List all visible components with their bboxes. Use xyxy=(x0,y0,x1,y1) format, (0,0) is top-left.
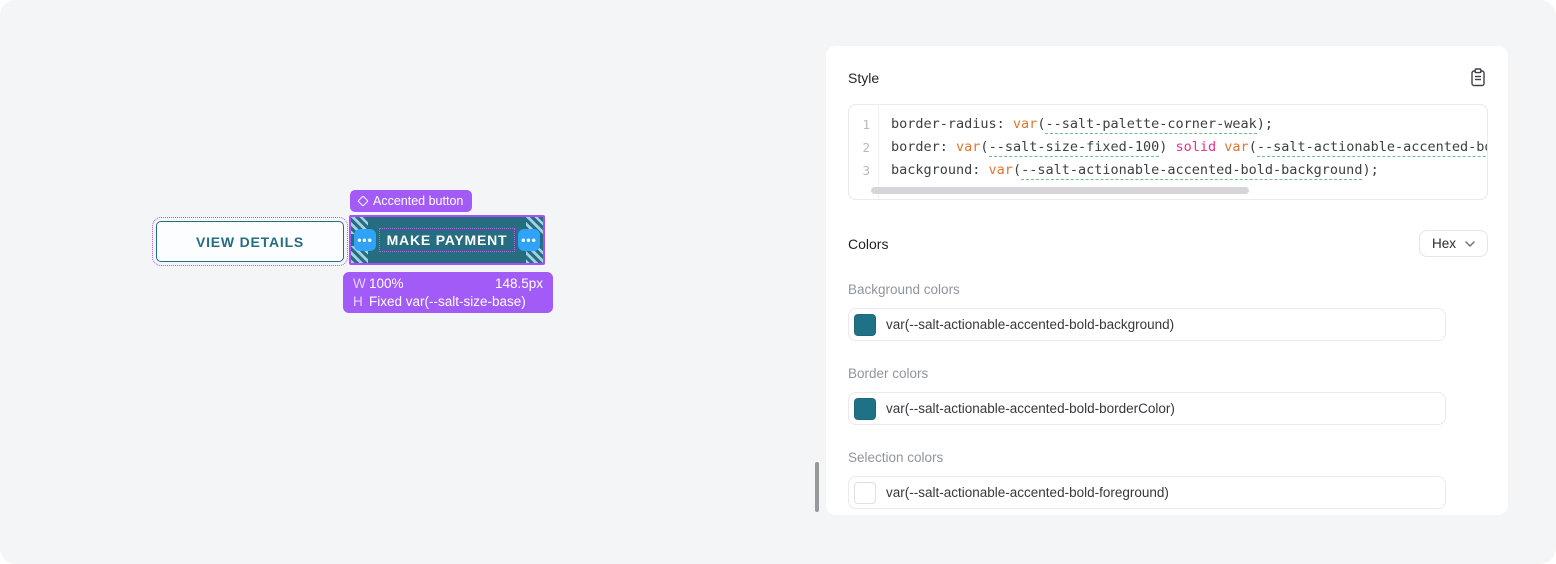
code-line: background: var(--salt-actionable-accent… xyxy=(891,162,1379,180)
component-diamond-icon xyxy=(357,195,369,207)
code-line: border: var(--salt-size-fixed-100) solid… xyxy=(891,136,1487,159)
clipboard-icon xyxy=(1471,68,1485,87)
width-pixels: 148.5px xyxy=(494,276,543,291)
color-group-label: Border colors xyxy=(848,366,929,381)
height-value: Fixed var(--salt-size-base) xyxy=(369,294,526,309)
color-value-row[interactable]: var(--salt-actionable-accented-bold-back… xyxy=(848,308,1446,341)
code-horizontal-scrollbar[interactable] xyxy=(871,187,1249,194)
line-number: 1 xyxy=(862,117,870,132)
view-details-label: VIEW DETAILS xyxy=(195,233,305,250)
colors-section-title: Colors xyxy=(848,235,889,252)
make-payment-button[interactable]: MAKE PAYMENT ••• ••• xyxy=(349,215,545,265)
color-format-value: Hex xyxy=(1431,236,1456,251)
style-code-block[interactable]: 1 2 3 border-radius: var(--salt-palette-co… xyxy=(848,104,1488,200)
color-value-row[interactable]: var(--salt-actionable-accented-bold-fore… xyxy=(848,476,1446,509)
code-line: border-radius: var(--salt-palette-corner… xyxy=(891,116,1274,134)
vertical-scrollbar[interactable] xyxy=(815,462,819,512)
size-badge: W 100% 148.5px H Fixed var(--salt-size-b… xyxy=(343,272,553,313)
code-lines: border-radius: var(--salt-palette-corner… xyxy=(879,105,1487,199)
chevron-down-icon xyxy=(1465,240,1475,247)
line-number: 3 xyxy=(862,163,870,178)
width-key: W xyxy=(353,276,366,291)
height-key: H xyxy=(353,294,363,309)
color-group-label: Background colors xyxy=(848,282,960,297)
color-swatch xyxy=(854,397,876,420)
color-swatch xyxy=(854,481,876,504)
make-payment-label: MAKE PAYMENT xyxy=(378,228,516,252)
color-value-text: var(--salt-actionable-accented-bold-fore… xyxy=(886,485,1169,500)
color-group-label: Selection colors xyxy=(848,450,944,465)
size-badge-width-row: W 100% 148.5px xyxy=(353,275,543,292)
color-value-row[interactable]: var(--salt-actionable-accented-bold-bord… xyxy=(848,392,1446,425)
color-format-dropdown[interactable]: Hex xyxy=(1418,230,1488,257)
component-badge[interactable]: Accented button xyxy=(350,190,473,212)
copy-code-button[interactable] xyxy=(1468,66,1488,89)
code-gutter: 1 2 3 xyxy=(849,105,879,199)
style-section-header: Style xyxy=(848,66,1488,89)
component-badge-label: Accented button xyxy=(373,194,464,208)
color-swatch xyxy=(854,313,876,336)
style-section-title: Style xyxy=(848,69,880,86)
left-drag-handle[interactable]: ••• xyxy=(354,229,376,251)
size-badge-height-row: H Fixed var(--salt-size-base) xyxy=(353,293,543,310)
right-drag-handle[interactable]: ••• xyxy=(518,229,540,251)
color-value-text: var(--salt-actionable-accented-bold-bord… xyxy=(886,401,1175,416)
color-value-text: var(--salt-actionable-accented-bold-back… xyxy=(886,317,1175,332)
inspect-panel: Style 1 2 3 border-radius: var(--salt-pale… xyxy=(826,46,1508,515)
color-groups: Background colors var(--salt-actionable-a… xyxy=(848,282,1488,509)
view-details-button[interactable]: VIEW DETAILS xyxy=(152,217,348,266)
width-value: 100% xyxy=(369,276,404,291)
colors-section-header: Colors Hex xyxy=(848,230,1488,257)
line-number: 2 xyxy=(862,140,870,155)
